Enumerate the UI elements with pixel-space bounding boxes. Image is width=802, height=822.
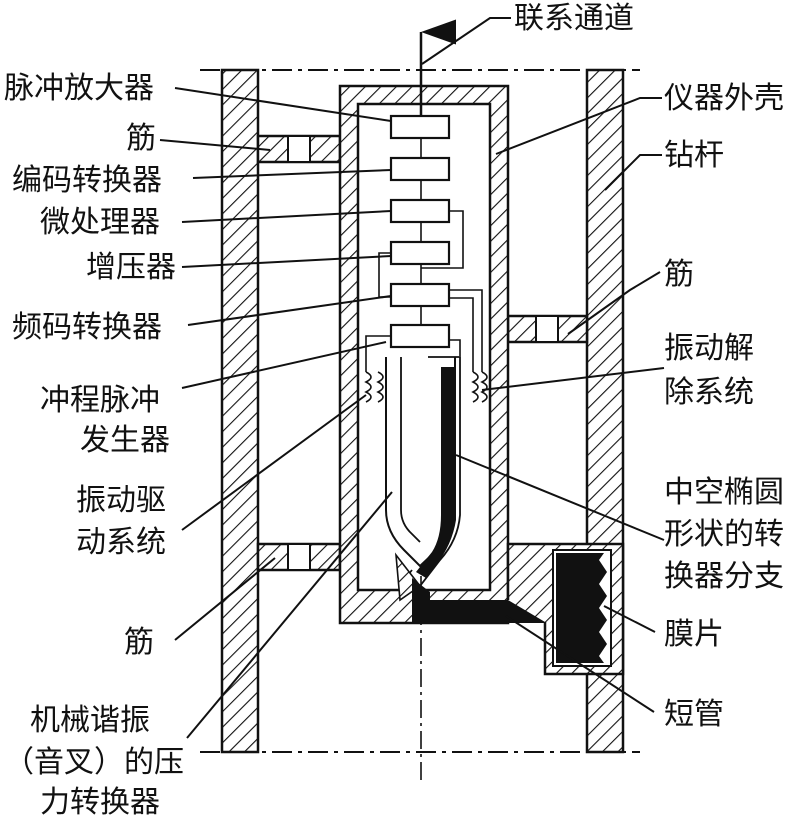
label-branch-line3: 换器分支: [664, 559, 784, 594]
label-resonator-line3: 力转换器: [40, 785, 160, 820]
pulse-generator-box: [389, 323, 451, 349]
label-rib-right: 筋: [664, 257, 694, 292]
booster-box: [389, 240, 451, 266]
freq-converter-box: [389, 282, 451, 308]
label-booster: 增压器: [86, 250, 176, 285]
leader-lines: [159, 17, 665, 739]
microprocessor-box: [389, 198, 451, 224]
label-vib-drive-line1: 振动驱: [76, 483, 166, 518]
tuning-fork: [385, 356, 461, 602]
label-resonator-line1: 机械谐振: [30, 703, 150, 738]
label-drill-rod: 钻杆: [664, 138, 724, 173]
label-pulse-amplifier: 脉冲放大器: [4, 71, 154, 106]
label-freq-converter: 频码转换器: [12, 310, 162, 345]
label-vib-drive-line2: 动系统: [76, 525, 166, 560]
rib-top-left: [256, 134, 342, 164]
label-top-channel: 联系通道: [514, 1, 634, 36]
label-housing: 仪器外壳: [664, 81, 784, 116]
converter-branch: [412, 578, 558, 623]
label-vib-release-line1: 振动解: [664, 331, 754, 366]
labels: 联系通道 脉冲放大器 筋 编码转换器 微处理器 增压器 频码转换器 冲程脉冲 发…: [4, 1, 784, 820]
label-encoder: 编码转换器: [12, 163, 162, 198]
membrane: [556, 553, 607, 663]
vibration-drive-coil: [364, 371, 384, 403]
label-rib-bottom-left: 筋: [124, 625, 154, 660]
label-stroke-pulse-line2: 发生器: [80, 423, 170, 458]
label-membrane: 膜片: [664, 617, 724, 652]
label-stroke-pulse-line1: 冲程脉冲: [40, 383, 160, 418]
pulse-amplifier-box: [389, 114, 451, 140]
label-short-tube: 短管: [664, 697, 724, 732]
label-resonator-line2: （音叉）的压: [4, 745, 184, 780]
label-rib-top-left: 筋: [126, 121, 156, 156]
rib-bottom-left: [256, 542, 342, 572]
label-branch-line2: 形状的转: [664, 517, 784, 552]
label-microprocessor: 微处理器: [40, 205, 160, 240]
vibration-release-coil: [471, 371, 488, 403]
label-branch-line1: 中空椭圆: [664, 475, 784, 510]
component-boxes: [389, 114, 451, 349]
encoder-box: [389, 156, 451, 182]
label-vib-release-line2: 除系统: [664, 375, 754, 410]
